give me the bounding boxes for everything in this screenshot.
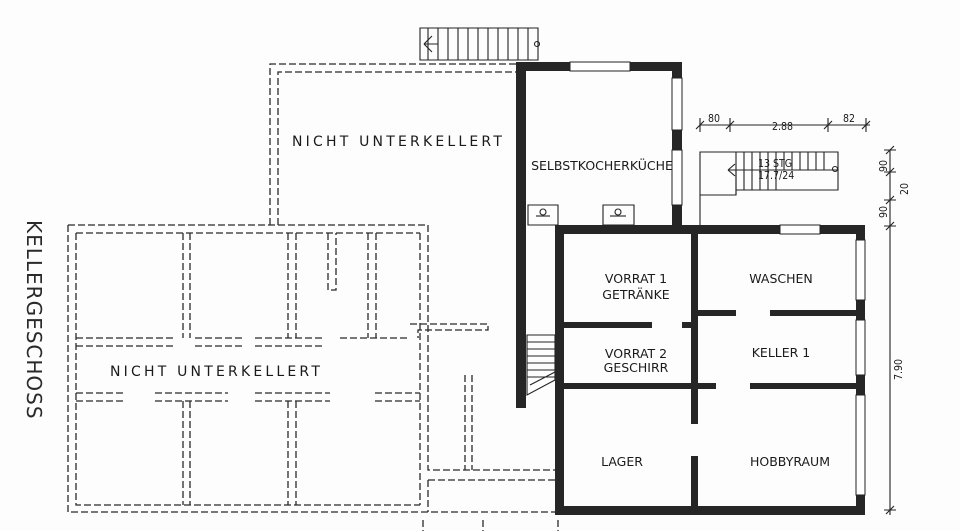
- windows: [569, 61, 866, 496]
- room-label-cellar: KELLER 1: [752, 345, 811, 360]
- unexcavated-label-upper: NICHT UNTERKELLERT: [292, 134, 505, 150]
- dim-side-upper: 90: [878, 160, 890, 172]
- room-label-laundry: WASCHEN: [749, 271, 813, 286]
- dim-top-mid: 2.88: [772, 121, 793, 133]
- dim-side-sep: 20: [899, 183, 911, 195]
- room-label-store: LAGER: [601, 454, 643, 469]
- dim-side-height: 7.90: [893, 359, 905, 380]
- lower-stair: [526, 334, 556, 396]
- room-label-storage2-line1: VORRAT 2: [605, 346, 667, 361]
- room-label-storage1-line1: VORRAT 1: [605, 271, 667, 286]
- dim-side-lower: 90: [878, 206, 890, 218]
- drawing-title: KELLERGESCHOSS: [22, 220, 46, 420]
- dimension-lines: [695, 118, 896, 515]
- unexcavated-label-lower: NICHT UNTERKELLERT: [110, 364, 323, 380]
- light-wells: [527, 204, 635, 226]
- dim-top-right: 82: [843, 113, 855, 125]
- basement-walls: [516, 62, 865, 515]
- room-label-hobby: HOBBYRAUM: [750, 454, 830, 469]
- top-exterior-stair: [419, 27, 541, 61]
- room-label-storage2-line2: GESCHIRR: [604, 360, 669, 375]
- stair-note-line2: 17.7/24: [758, 170, 794, 182]
- dim-top-left: 80: [708, 113, 720, 125]
- right-stair: [699, 151, 839, 226]
- room-label-kitchen: SELBSTKOCHERKÜCHE: [531, 157, 673, 173]
- stair-note-line1: 13 STG: [758, 158, 792, 170]
- unexcavated-outline: [67, 63, 559, 531]
- room-label-storage1-line2: GETRÄNKE: [602, 287, 669, 302]
